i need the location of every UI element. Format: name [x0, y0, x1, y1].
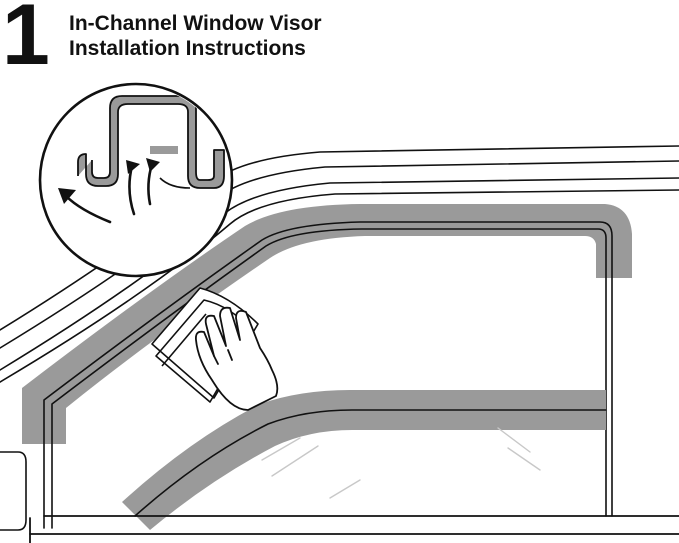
lower-visor-band	[122, 390, 606, 530]
upper-visor-band	[22, 204, 632, 444]
channel-cross-section	[77, 95, 225, 189]
gloved-hand	[195, 306, 279, 411]
window-channel	[43, 221, 613, 529]
glass-reflections	[261, 427, 541, 499]
mirror-fragment	[0, 451, 27, 531]
glass-edge-line	[134, 409, 607, 517]
door-belt-rail	[29, 515, 679, 543]
detail-callout	[38, 82, 234, 278]
title-line-2: Installation Instructions	[69, 37, 306, 60]
instructions-title: In-Channel Window Visor Installation Ins…	[69, 11, 322, 61]
step-number: 1	[2, 0, 50, 83]
title-line-1: In-Channel Window Visor	[69, 12, 322, 35]
